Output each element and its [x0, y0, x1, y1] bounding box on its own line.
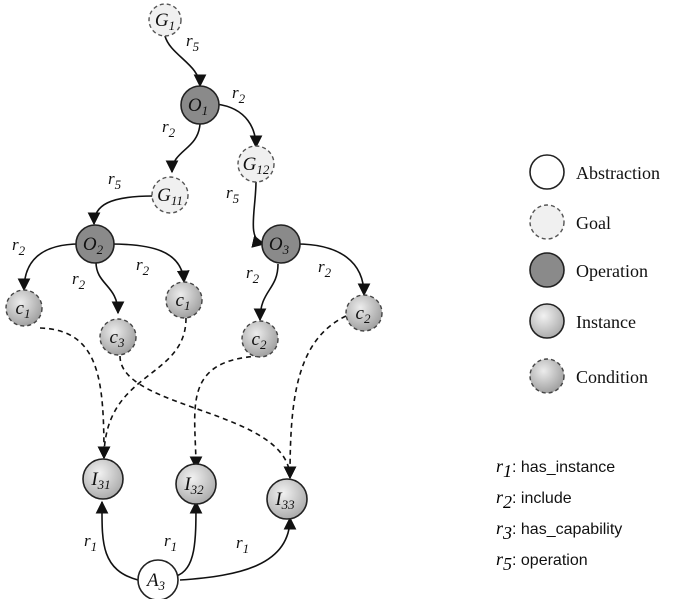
edge-o2-c1b — [109, 243, 190, 284]
relation-r2: r2: include — [496, 487, 572, 512]
svg-text:c2: c2 — [252, 329, 267, 352]
label-g12-o3: r5 — [226, 183, 240, 206]
legend-goal: Goal — [529, 204, 611, 240]
dashed-edges — [39, 315, 347, 480]
edge-a3-i31 — [95, 500, 139, 581]
svg-text:O1: O1 — [188, 95, 208, 118]
edge-g1-o1 — [164, 35, 207, 88]
relation-r1: r1: has_instance — [496, 456, 615, 481]
edge-o1-g11 — [165, 123, 201, 174]
relation-r3: r3: has_capability — [496, 518, 622, 543]
legend-operation: Operation — [529, 252, 648, 288]
node-o2: O2 — [75, 224, 115, 264]
svg-text:A3: A3 — [145, 570, 166, 593]
svg-text:c1: c1 — [176, 290, 191, 313]
node-i31: I31 — [82, 458, 124, 500]
edge-c1a-i31 — [39, 327, 111, 460]
edge-c2a-i32 — [189, 355, 261, 470]
node-c3: c3 — [99, 318, 137, 356]
svg-text:c3: c3 — [110, 327, 125, 350]
node-o3: O3 — [261, 224, 301, 264]
node-o1: O1 — [180, 85, 220, 125]
svg-text:Instance: Instance — [576, 312, 636, 332]
edge-o2-c1a — [17, 243, 81, 292]
label-o1-g12: r2 — [232, 83, 246, 106]
label-o2-c3: r2 — [72, 269, 86, 292]
legend: Abstraction Goal Operation Instance Cond… — [529, 154, 660, 394]
label-g11-o2: r5 — [108, 169, 122, 192]
edge-c3-i33 — [119, 355, 297, 480]
edges — [17, 35, 371, 322]
svg-text:G12: G12 — [243, 154, 270, 177]
svg-text:c2: c2 — [356, 303, 371, 326]
svg-text:Operation: Operation — [576, 261, 648, 281]
svg-text:G11: G11 — [157, 185, 183, 208]
label-o1-g11: r2 — [162, 117, 176, 140]
label-o3-c2b: r2 — [318, 257, 332, 280]
svg-text:I31: I31 — [90, 469, 110, 492]
svg-text:Condition: Condition — [576, 367, 648, 387]
node-g11: G11 — [151, 176, 189, 214]
svg-text:O2: O2 — [83, 234, 104, 257]
label-a3-i32: r1 — [164, 531, 177, 554]
edge-g12-o3 — [251, 180, 266, 248]
node-c1b: c1 — [165, 281, 203, 319]
label-g1-o1: r5 — [186, 31, 200, 54]
edge-o3-c2b — [295, 243, 371, 297]
relation-r5: r5: operation — [496, 549, 588, 574]
edge-a3-i32 — [175, 500, 203, 577]
svg-text:Goal: Goal — [576, 213, 611, 233]
label-o3-c2a: r2 — [246, 263, 260, 286]
instance-edges — [95, 500, 297, 581]
svg-text:I32: I32 — [183, 474, 204, 497]
legend-instance: Instance — [529, 303, 636, 339]
label-o2-c1b: r2 — [136, 255, 150, 278]
node-c2a: c2 — [241, 320, 279, 358]
node-i32: I32 — [175, 463, 217, 505]
edge-o3-c2a — [253, 263, 279, 322]
legend-abstraction: Abstraction — [529, 154, 660, 190]
edge-c2b-i33 — [283, 315, 347, 480]
label-a3-i31: r1 — [84, 531, 97, 554]
node-a3: A3 — [137, 559, 179, 599]
label-o2-c1a: r2 — [12, 235, 26, 258]
node-g12: G12 — [237, 145, 275, 183]
label-a3-i33: r1 — [236, 533, 249, 556]
edge-g11-o2 — [87, 195, 154, 226]
node-i33: I33 — [266, 478, 308, 520]
svg-text:I33: I33 — [274, 489, 295, 512]
node-c2b: c2 — [345, 294, 383, 332]
svg-text:c1: c1 — [16, 298, 31, 321]
edge-a3-i33 — [179, 516, 297, 581]
svg-text:Abstraction: Abstraction — [576, 163, 660, 183]
relation-key: r1: has_instance r2: include r3: has_cap… — [496, 456, 622, 574]
svg-text:G1: G1 — [155, 10, 175, 33]
edge-o1-g12 — [215, 103, 263, 149]
node-c1a: c1 — [5, 289, 43, 327]
legend-condition: Condition — [529, 358, 648, 394]
node-g1: G1 — [148, 3, 182, 37]
edge-o2-c3 — [95, 261, 125, 315]
svg-text:O3: O3 — [269, 234, 290, 257]
edge-labels: r5 r2 r2 r5 r5 r2 r2 r2 r2 r2 r1 r1 r1 — [12, 31, 332, 556]
edge-c1b-i31 — [97, 317, 187, 460]
